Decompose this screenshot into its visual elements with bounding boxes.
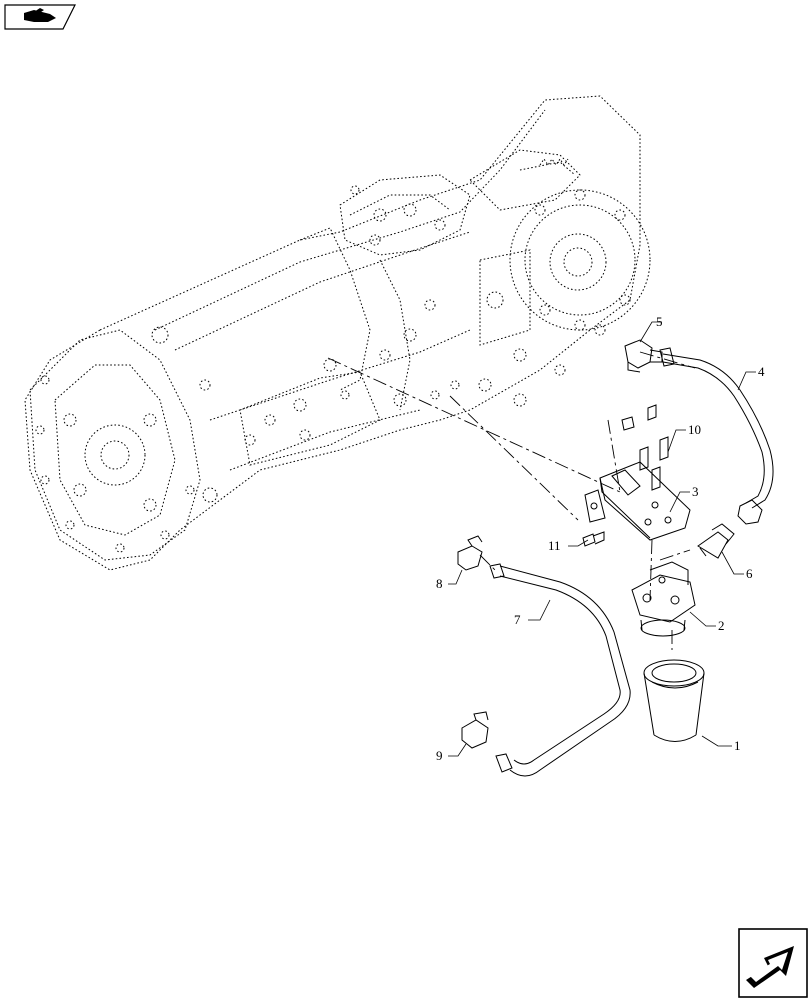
arrow-pointing-next-icon — [738, 928, 808, 998]
part-7-pipe — [489, 563, 631, 777]
part-1-filter-cartridge — [643, 659, 705, 742]
part-4-pipe — [659, 347, 774, 525]
next-page-button[interactable] — [738, 928, 808, 998]
callout-leaders — [448, 321, 756, 757]
callout-3: 3 — [692, 484, 699, 499]
callout-4: 4 — [758, 364, 765, 379]
callout-7: 7 — [514, 612, 521, 627]
part-5-elbow — [624, 339, 663, 373]
callout-6: 6 — [746, 566, 753, 581]
transmission-housing — [24, 95, 651, 571]
part-11-bolt — [582, 531, 605, 547]
part-6-adapter — [697, 523, 735, 559]
callout-2: 2 — [718, 618, 725, 633]
callout-9: 9 — [436, 748, 443, 763]
callout-10: 10 — [688, 422, 701, 437]
callout-8: 8 — [436, 576, 443, 591]
part-2-filter-head — [631, 561, 696, 637]
callout-5: 5 — [656, 314, 663, 329]
prev-page-button[interactable] — [4, 4, 76, 30]
part-10-bolts — [621, 404, 669, 491]
part-3-bracket — [584, 461, 691, 541]
assembly-centerlines — [327, 351, 696, 650]
callout-labels: 1 2 3 4 5 6 7 8 9 10 11 — [436, 314, 765, 763]
part-9-fitting — [461, 711, 489, 749]
callout-11: 11 — [548, 538, 561, 553]
part-8-fitting — [457, 535, 483, 571]
hand-pointing-back-icon — [4, 4, 76, 30]
callout-1: 1 — [734, 738, 741, 753]
